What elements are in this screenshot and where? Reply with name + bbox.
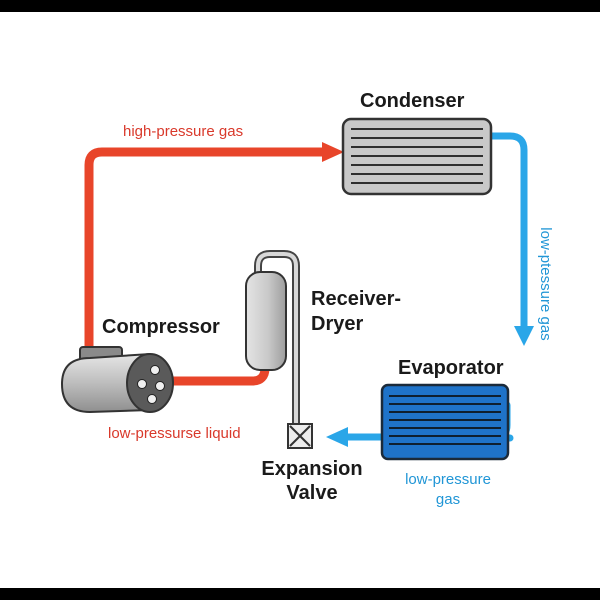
high-pressure-gas-line [84,147,330,363]
low-pressure-liquid-label: low-pressurse liquid [108,425,241,442]
low-pressure-gas-label-line1: low-pressure [405,471,491,488]
receiver-dryer-label: Receiver- Dryer [311,287,401,337]
top-border [0,0,600,12]
evaporator-to-valve-arrow [326,427,348,447]
receiver-dryer-label-line1: Receiver- [311,288,402,310]
expansion-valve-icon [287,423,313,449]
low-pressure-gas-vertical-label: low-ptessure gas [537,227,554,341]
evaporator-label: Evaporator [398,357,504,379]
evaporator-icon [380,383,510,461]
receiver-dryer-tank [245,271,287,371]
receiver-dryer-label-line2: Dryer [311,313,364,335]
expansion-valve-label-line1: Expansion [261,458,363,480]
bottom-border [0,588,600,600]
condenser-icon [341,117,493,196]
expansion-valve-label: Expansion Valve [253,457,371,505]
condenser-to-evaporator-line [486,132,528,334]
high-pressure-gas-label: high-pressure gas [123,123,244,140]
condenser-label: Condenser [360,90,465,112]
compressor-label: Compressor [102,316,220,338]
low-pressure-gas-label: low-pressure gas [386,470,510,510]
low-pressure-gas-label-line2: gas [435,491,461,508]
condenser-to-evaporator-arrow [514,326,534,346]
compressor-icon [60,346,174,414]
expansion-valve-label-line2: Valve [286,482,338,504]
high-pressure-gas-arrow [322,142,344,162]
